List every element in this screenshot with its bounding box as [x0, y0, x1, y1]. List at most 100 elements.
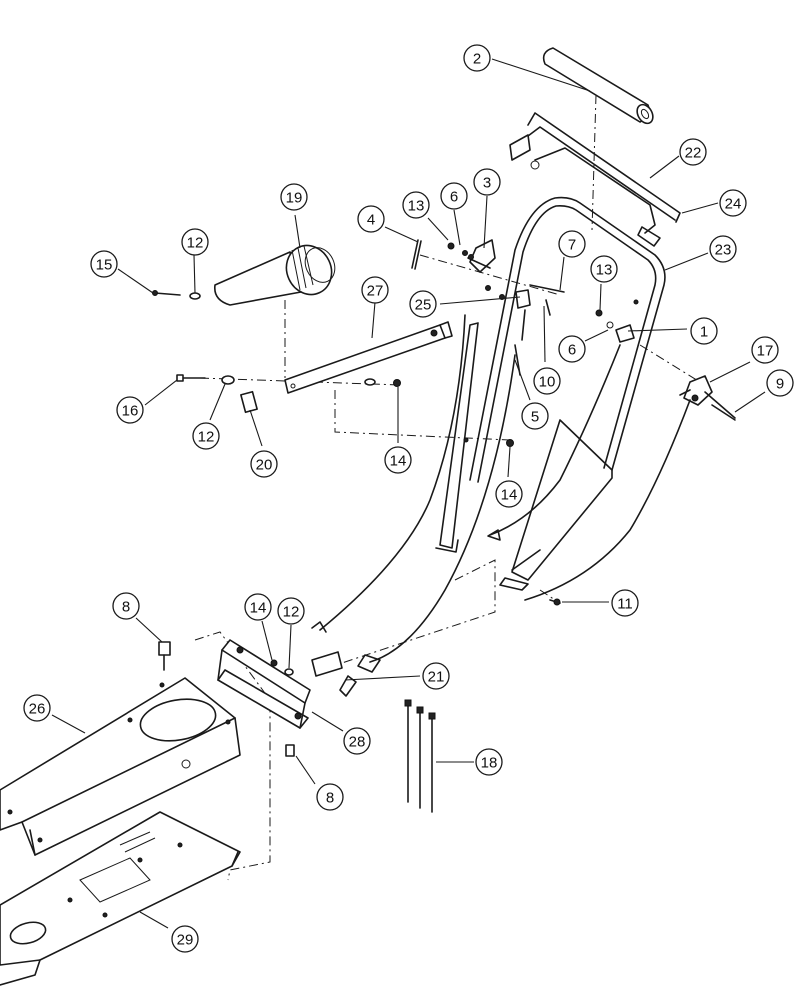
callout-24: 24	[719, 189, 747, 217]
callout-14: 14	[244, 593, 272, 621]
callout-circle	[558, 230, 586, 258]
callout-23: 23	[709, 235, 737, 263]
callout-22: 22	[679, 138, 707, 166]
callout-number: 4	[367, 212, 375, 229]
callout-number: 28	[349, 734, 366, 751]
callout-2: 2	[463, 44, 491, 72]
callout-circle	[192, 422, 220, 450]
callout-circle	[558, 335, 586, 363]
callout-19: 19	[280, 183, 308, 211]
callout-number: 13	[408, 198, 425, 215]
callout-27: 27	[361, 276, 389, 304]
callout-circle	[402, 191, 430, 219]
callout-number: 6	[568, 342, 576, 359]
callout-number: 12	[198, 429, 215, 446]
callout-number: 23	[715, 242, 732, 259]
callout-circle	[463, 44, 491, 72]
part-base-plate	[0, 811, 241, 986]
callout-number: 15	[96, 257, 113, 274]
part-upper-handle	[469, 196, 666, 483]
callout-number: 20	[256, 457, 273, 474]
callout-number: 14	[250, 600, 267, 617]
part-cable-ties	[404, 699, 436, 813]
callout-17: 17	[751, 336, 779, 364]
callout-16: 16	[116, 396, 144, 424]
callout-number: 9	[776, 376, 784, 393]
callout-number: 19	[286, 190, 303, 207]
callout-number: 29	[177, 932, 194, 949]
callout-29: 29	[171, 925, 199, 953]
callout-circle	[116, 396, 144, 424]
callout-circle	[422, 662, 450, 690]
callout-number: 8	[122, 599, 130, 616]
callout-5: 5	[521, 402, 549, 430]
leader-lines	[51, 58, 766, 929]
callout-circle	[250, 450, 278, 478]
callout-number: 13	[596, 262, 613, 279]
callout-circle	[521, 402, 549, 430]
part-bail-wire	[509, 112, 681, 247]
callout-circle	[495, 480, 523, 508]
part-cables	[311, 309, 691, 697]
callout-number: 24	[725, 196, 742, 213]
callout-8: 8	[316, 783, 344, 811]
callout-circle	[751, 336, 779, 364]
callout-7: 7	[558, 230, 586, 258]
callout-circle	[316, 783, 344, 811]
callout-number: 22	[685, 145, 702, 162]
part-decal	[311, 651, 343, 677]
callout-circle	[90, 250, 118, 278]
part-hardware	[152, 239, 736, 757]
callout-number: 8	[326, 790, 334, 807]
callout-circle	[475, 748, 503, 776]
callout-12: 12	[277, 597, 305, 625]
callout-14: 14	[495, 480, 523, 508]
callout-21: 21	[422, 662, 450, 690]
callout-number: 10	[539, 374, 556, 391]
callout-14: 14	[384, 446, 412, 474]
callout-number: 14	[501, 487, 518, 504]
callout-10: 10	[533, 367, 561, 395]
callout-circle	[384, 446, 412, 474]
part-flat-bar	[284, 321, 453, 394]
callout-circle	[181, 228, 209, 256]
callout-6: 6	[440, 182, 468, 210]
callout-9: 9	[766, 369, 794, 397]
callout-number: 6	[450, 189, 458, 206]
callout-circle	[473, 168, 501, 196]
part-cylinder	[213, 244, 336, 306]
callout-26: 26	[23, 694, 51, 722]
callout-circle	[719, 189, 747, 217]
callout-circle	[611, 589, 639, 617]
callout-circle	[440, 182, 468, 210]
callout-circle	[766, 369, 794, 397]
callout-number: 17	[757, 343, 774, 360]
callout-circle	[23, 694, 51, 722]
callout-number: 26	[29, 701, 46, 718]
callout-circle	[533, 367, 561, 395]
callout-circle	[171, 925, 199, 953]
callout-6: 6	[558, 335, 586, 363]
callout-circle	[357, 205, 385, 233]
callout-circle	[244, 593, 272, 621]
callout-8: 8	[112, 592, 140, 620]
callout-15: 15	[90, 250, 118, 278]
part-frame-housing	[0, 677, 241, 856]
callout-number: 16	[122, 403, 139, 420]
callout-number: 3	[483, 175, 491, 192]
callout-circle	[343, 727, 371, 755]
callout-12: 12	[181, 228, 209, 256]
callout-circle	[361, 276, 389, 304]
callout-20: 20	[250, 450, 278, 478]
callout-12: 12	[192, 422, 220, 450]
callout-circle	[709, 235, 737, 263]
callout-circle	[112, 592, 140, 620]
callout-number: 2	[473, 51, 481, 68]
callout-circle	[409, 290, 437, 318]
part-hand-grip	[542, 47, 654, 125]
callout-13: 13	[402, 191, 430, 219]
callout-circle	[280, 183, 308, 211]
